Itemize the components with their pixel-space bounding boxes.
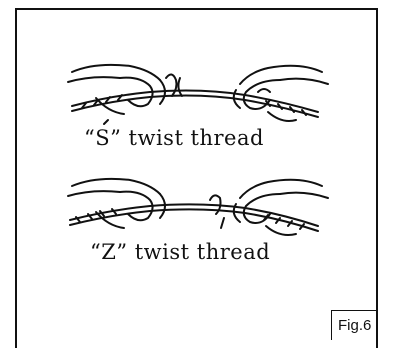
twisted-thread-icon <box>70 204 318 231</box>
s-twist-group <box>68 65 328 124</box>
twist-thread-illustration <box>0 0 396 340</box>
z-twist-caption: “Z” twist thread <box>88 240 272 264</box>
figure-label: Fig.6 <box>331 310 377 340</box>
twisted-thread-icon <box>72 91 318 117</box>
z-twist-group <box>68 179 328 235</box>
s-twist-caption: “S” twist thread <box>82 126 266 150</box>
right-hand-icon <box>234 66 328 121</box>
